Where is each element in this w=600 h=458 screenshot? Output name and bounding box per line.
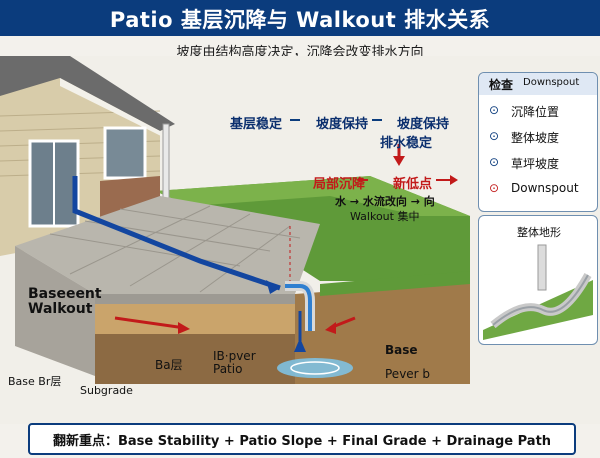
flow-step-slope-kept: 坡度保持 — [316, 117, 369, 132]
label-ba-layer: Ba层 — [155, 358, 183, 372]
check-item-settlement: 沉降位置 — [511, 105, 560, 119]
check-item-lawn: 草坪坡度 — [511, 157, 560, 171]
drainage-arrowhead-down — [294, 338, 306, 352]
check-icon-settlement: ⊙ — [489, 103, 500, 117]
flow-arrowhead-4 — [450, 175, 458, 185]
flow-step-walkout-concentrate: Walkout 集中 — [350, 210, 420, 223]
house-roof — [0, 56, 175, 131]
check-icon-slope: ⊙ — [489, 129, 500, 143]
checklist-panel: 检查 Downspout ⊙ 沉降位置 ⊙ 整体坡度 ⊙ 草坪坡度 ⊙ Down… — [478, 72, 598, 212]
title-bar — [0, 0, 600, 36]
label-basement-walkout: Baseeent Walkout — [28, 286, 102, 317]
flow-step-water-redirect: 水 → 水流改向 → 向 — [335, 195, 435, 208]
check-item-downspout: Downspout — [511, 181, 579, 195]
check-icon-lawn: ⊙ — [489, 155, 500, 169]
summary-text: 翻新重点：Base Stability + Patio Slope + Fina… — [52, 434, 552, 449]
lawn-edge — [320, 271, 470, 296]
label-paver-patio: IB·pver Patio — [213, 349, 256, 376]
terrain-pipe-line — [492, 274, 589, 326]
water-ripple — [290, 361, 340, 375]
label-base-right: Base — [385, 343, 418, 357]
red-arrow-base — [114, 316, 186, 330]
drainage-arrowhead — [266, 280, 280, 294]
check-item-slope: 整体坡度 — [511, 131, 560, 145]
red-arrowhead-right — [325, 322, 336, 334]
lawn-highlight — [155, 176, 470, 216]
flow-step-new-low: 新低点 — [393, 177, 433, 192]
roof-trim — [60, 78, 165, 138]
page-title: Patio 基层沉降与 Walkout 排水关系 — [109, 8, 491, 32]
red-arrowhead-base — [178, 322, 190, 334]
patio-joints — [49, 205, 301, 293]
drainage-arrow-path — [72, 176, 281, 291]
flow-step-base-stable: 基层稳定 — [230, 117, 283, 132]
label-subgrade: Subgrade — [80, 384, 133, 397]
basement-wall — [15, 246, 95, 376]
flow-arrowhead-down — [393, 156, 405, 166]
flow-step-slope-kept-2: 坡度保持 — [397, 117, 450, 132]
summary-bar: 翻新重点：Base Stability + Patio Slope + Fina… — [28, 423, 576, 455]
checklist-header — [479, 73, 597, 95]
house-window — [103, 126, 147, 180]
water-pool — [277, 358, 353, 378]
flow-step-local-settle: 局部沉降 — [313, 177, 366, 192]
check-icon-downspout: ⊙ — [489, 181, 500, 195]
checklist-subtitle: Downspout — [523, 77, 580, 88]
terrain-title: 整体地形 — [517, 226, 561, 239]
paver-layer — [95, 294, 295, 304]
soil-section — [295, 281, 470, 384]
terrain-downspout — [537, 244, 547, 291]
terrain-illustration — [483, 244, 593, 340]
diagram-illustration — [0, 56, 600, 424]
flow-step-drain-stable: 排水稳定 — [380, 136, 433, 151]
terrain-panel: 整体地形 — [478, 215, 598, 345]
label-paver-right: Pever b — [385, 367, 431, 381]
checklist-title: 检查 — [489, 78, 514, 92]
patio-surface — [15, 196, 320, 294]
subgrade-layer — [95, 334, 295, 384]
pipe-water — [285, 284, 312, 331]
label-base-left: Base Br层 — [8, 375, 62, 388]
